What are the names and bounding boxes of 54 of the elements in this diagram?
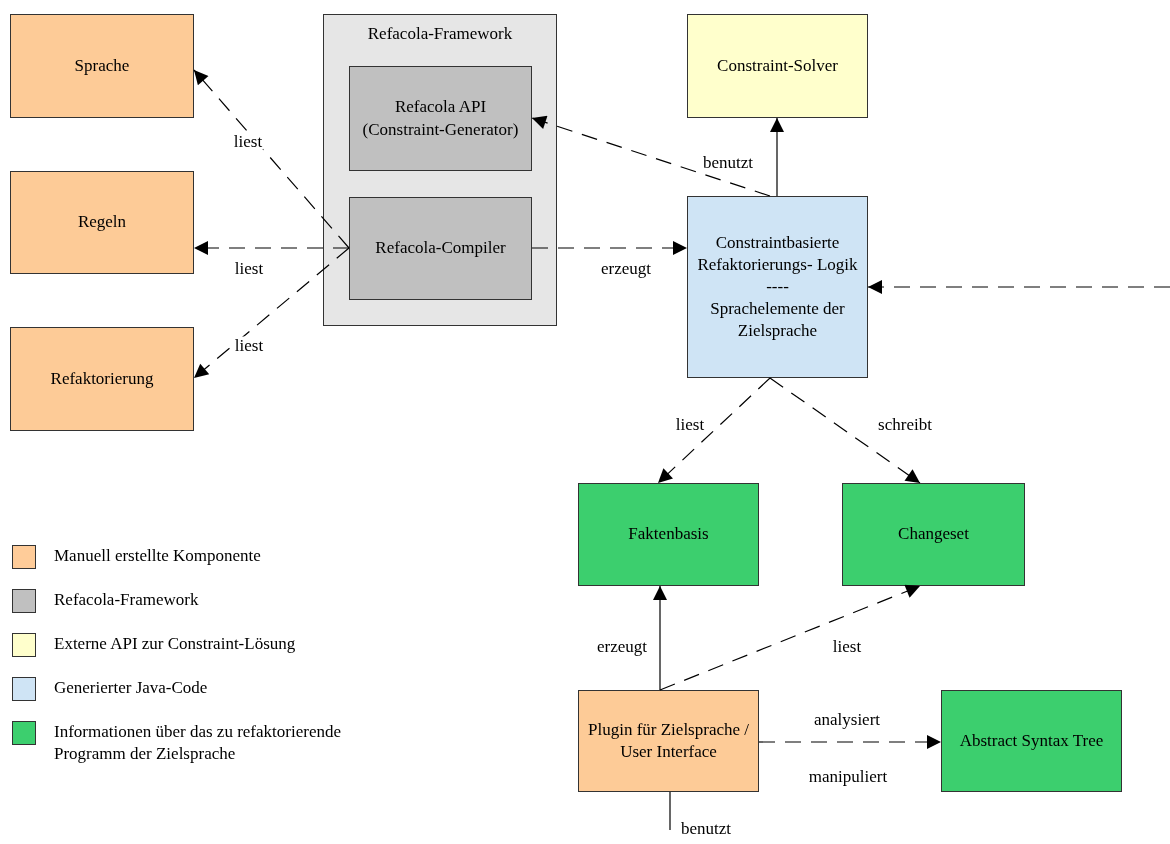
connector-line (669, 791, 671, 831)
arrow (653, 585, 667, 691)
box-label: Refacola API (Constraint-Generator) (361, 96, 520, 141)
component-box (578, 690, 759, 792)
box-label: Sprache (74, 54, 130, 77)
edge-label: liest (673, 415, 707, 433)
box-label: Faktenbasis (628, 523, 709, 546)
component-box (687, 14, 868, 118)
component-box (941, 690, 1122, 792)
legend-label: Externe API zur Constraint-Lösung (54, 633, 297, 655)
component-box (687, 196, 868, 378)
component-box (842, 483, 1025, 586)
edge-label: schreibt (876, 415, 934, 433)
box-label: ---- (766, 275, 789, 298)
box-label: Abstract Syntax Tree (959, 729, 1104, 752)
box-label: Constraintbasierte Refaktorierungs- Logik (696, 231, 859, 276)
box-label: Refaktorierung (50, 367, 154, 390)
group-title: Refacola-Framework (367, 23, 513, 45)
box-label: Regeln (77, 211, 127, 234)
legend-label: Refacola-Framework (54, 589, 200, 611)
component-box (578, 483, 759, 586)
arrow (758, 735, 942, 749)
box-label: Sprachelemente der Zielsprache (709, 298, 846, 343)
arrow (193, 69, 350, 249)
arrow (769, 377, 921, 484)
box-label: Plugin für Zielsprache / User Interface (587, 718, 750, 763)
component-box (349, 66, 532, 171)
component-box (349, 197, 532, 300)
arrow (193, 247, 350, 379)
arrow (867, 280, 1170, 294)
arrow (659, 584, 921, 691)
arrow (657, 377, 771, 484)
edge-label: analysiert (811, 710, 883, 728)
edge-label: benutzt (679, 819, 733, 837)
arrow (531, 241, 688, 255)
box-label: Constraint-Solver (717, 54, 838, 77)
edge-label: liest (232, 259, 266, 277)
component-box (10, 171, 194, 274)
legend-label: Generierter Java-Code (54, 677, 209, 699)
group-container (323, 14, 557, 326)
arrow (770, 117, 784, 197)
legend-label: Manuell erstellte Komponente (54, 545, 262, 567)
arrow (531, 115, 771, 197)
legend-label: Informationen über das zu refaktorierende Programm der Zielsprache (54, 721, 342, 766)
edge-label: liest (231, 132, 265, 150)
edge-label: benutzt (701, 153, 755, 171)
component-box (10, 327, 194, 431)
box-label: Changeset (898, 523, 969, 546)
arrow (193, 241, 350, 255)
edge-label: liest (232, 336, 266, 354)
box-label: Refacola-Compiler (375, 237, 506, 260)
annotation-text: manipuliert (806, 767, 890, 785)
component-box (10, 14, 194, 118)
edge-label: liest (830, 637, 864, 655)
